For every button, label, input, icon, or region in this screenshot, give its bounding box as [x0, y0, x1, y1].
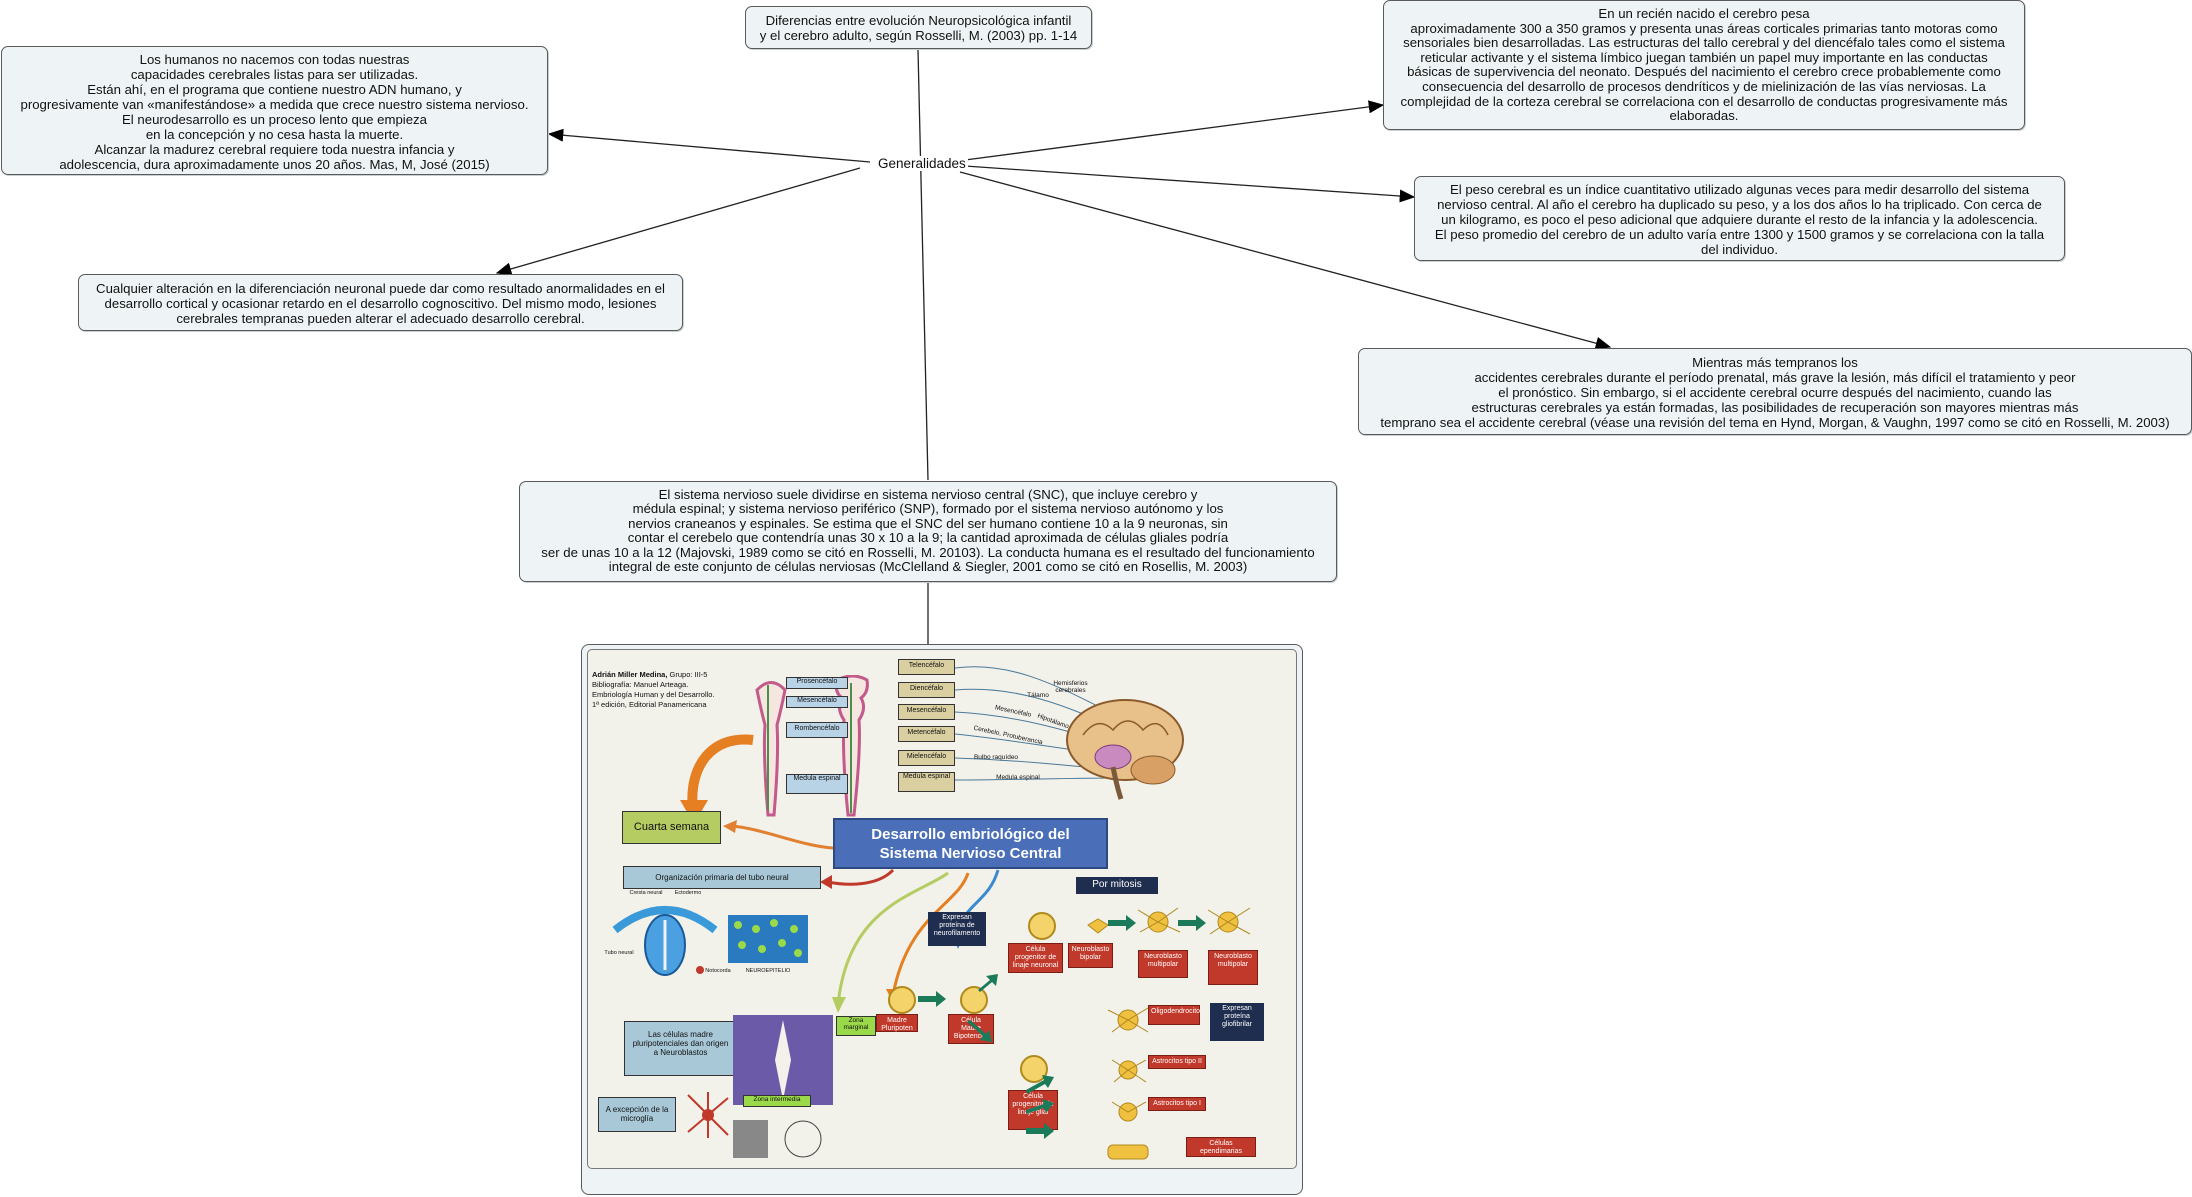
cell-bipotential-icon — [960, 986, 988, 1014]
arrow-to-organizacion — [820, 868, 895, 889]
neuroepithelium-icon — [728, 915, 808, 963]
label-medula-r: Medula espinal — [898, 772, 955, 792]
neuron-glia-cells-icon — [1087, 907, 1251, 1160]
astrocitos1-box: Astrocitos tipo I — [1148, 1097, 1206, 1111]
microglia-cell-icon — [687, 1092, 729, 1138]
arrow-to-recien-nacido — [964, 100, 1385, 161]
node-tempranos[interactable]: Mientras más tempranos los accidentes ce… — [1358, 348, 2192, 435]
brain-label-bulbo: Bulbo raquídeo — [973, 754, 1019, 761]
label-mesencefalo-r: Mesencéfalo — [898, 704, 955, 720]
ependimarias-box: Células ependimarias — [1186, 1137, 1256, 1157]
label-metencefalo: Metencéfalo — [898, 726, 955, 742]
label-diencefalo: Diencéfalo — [898, 682, 955, 698]
madre-pluripoten-box: Madre Pluripoten — [876, 1014, 918, 1032]
node-recien-nacido[interactable]: En un recién nacido el cerebro pesa apro… — [1383, 0, 2025, 130]
center-topic-generalidades[interactable]: Generalidades — [876, 156, 968, 171]
label-tubo: Tubo neural — [604, 950, 634, 956]
astrocitos2-box: Astrocitos tipo II — [1148, 1055, 1206, 1069]
neural-tube-cross-section-icon — [612, 906, 718, 976]
expresan-glio-box: Expresan proteína gliofibrilar — [1210, 1003, 1264, 1041]
neuroblasto-multi2-box: Neuroblasto multipolar — [1208, 950, 1258, 985]
title-node[interactable]: Diferencias entre evolución Neuropsicoló… — [745, 6, 1092, 49]
celulas-madre-box: Las células madre pluripotenciales dan o… — [624, 1021, 737, 1076]
cell-progenitor-neuronal-icon — [1028, 912, 1056, 940]
lineage-arrows — [918, 974, 1054, 1139]
neuroblasto-bipolar-box: Neuroblasto bipolar — [1068, 943, 1113, 968]
credit-edition: 1ª edición, Editorial Panamericana — [592, 700, 707, 709]
microglia-box: A excepción de la microglía — [598, 1097, 676, 1132]
node-alteracion[interactable]: Cualquier alteración en la diferenciació… — [78, 274, 683, 331]
cell-pluripotent-icon — [888, 986, 916, 1014]
label-prosencefalo: Prosencéfalo — [786, 677, 848, 689]
label-mielencefalo: Mielencéfalo — [898, 750, 955, 766]
label-rombencefalo: Rombencéfalo — [786, 722, 848, 738]
arrow-to-alteracion — [495, 167, 861, 276]
credit-group: Grupo: III-5 — [669, 670, 708, 679]
oligodendrocito-box: Oligodendrocito — [1148, 1005, 1200, 1025]
credits: Adrián Miller Medina, Grupo: III-5 Bibli… — [592, 670, 732, 710]
expresan-neuro-box: Expresan proteína de neurofilamento — [928, 912, 986, 946]
cuarta-semana-box: Cuarta semana — [622, 811, 721, 844]
progenitor-neuronal-box: Célula progenitor de linaje neuronal — [1008, 943, 1063, 973]
arrow-to-cuarta-semana — [723, 820, 834, 850]
neuroblasto-multi1-box: Neuroblasto multipolar — [1138, 950, 1188, 978]
label-cresta: Cresta neural — [629, 890, 663, 896]
embryology-infographic: Adrián Miller Medina, Grupo: III-5 Bibli… — [587, 649, 1297, 1169]
label-ectodermo: Ectodermo — [674, 890, 702, 896]
zona-intermedia-box: Zona intermedia — [743, 1095, 811, 1107]
arrow-to-humanos — [547, 128, 871, 163]
label-mesencefalo-l: Mesencéfalo — [786, 696, 848, 708]
node-sistema[interactable]: El sistema nervioso suele dividirse en s… — [519, 481, 1337, 582]
node-peso[interactable]: El peso cerebral es un índice cuantitati… — [1414, 176, 2065, 261]
label-neuroepitelio: NEUROEPITELIO — [745, 968, 791, 974]
node-humanos[interactable]: Los humanos no nacemos con todas nuestra… — [1, 46, 548, 175]
credit-biblio: Bibliografía: Manuel Arteaga. — [592, 680, 689, 689]
main-title-box: Desarrollo embriológico del Sistema Nerv… — [833, 818, 1108, 869]
credit-name: Adrián Miller Medina, — [592, 670, 668, 679]
organizacion-box: Organización primaria del tubo neural — [623, 866, 821, 889]
label-medula-l: Medula espinal — [786, 774, 848, 794]
brain-label-talamo: Tálamo — [1027, 692, 1049, 699]
brain-label-hemisferios: Hemisferios cerebrales — [1053, 680, 1088, 695]
line-title-to-sistema — [917, 49, 929, 481]
label-telencefalo: Telencéfalo — [898, 659, 955, 675]
por-mitosis-label: Por mitosis — [1076, 877, 1158, 894]
arrow-to-tempranos — [959, 171, 1612, 350]
brain-illustration-icon — [1066, 699, 1184, 800]
label-notocorda: Notocorda — [705, 968, 731, 974]
credit-book: Embriología Human y del Desarrollo. — [592, 690, 715, 699]
spinal-cord-histology-icon — [733, 1015, 833, 1158]
brain-label-medula: Medula espinal — [996, 774, 1040, 781]
zona-marginal-box: Zona marginal — [836, 1016, 876, 1036]
arrow-to-peso — [964, 165, 1416, 203]
